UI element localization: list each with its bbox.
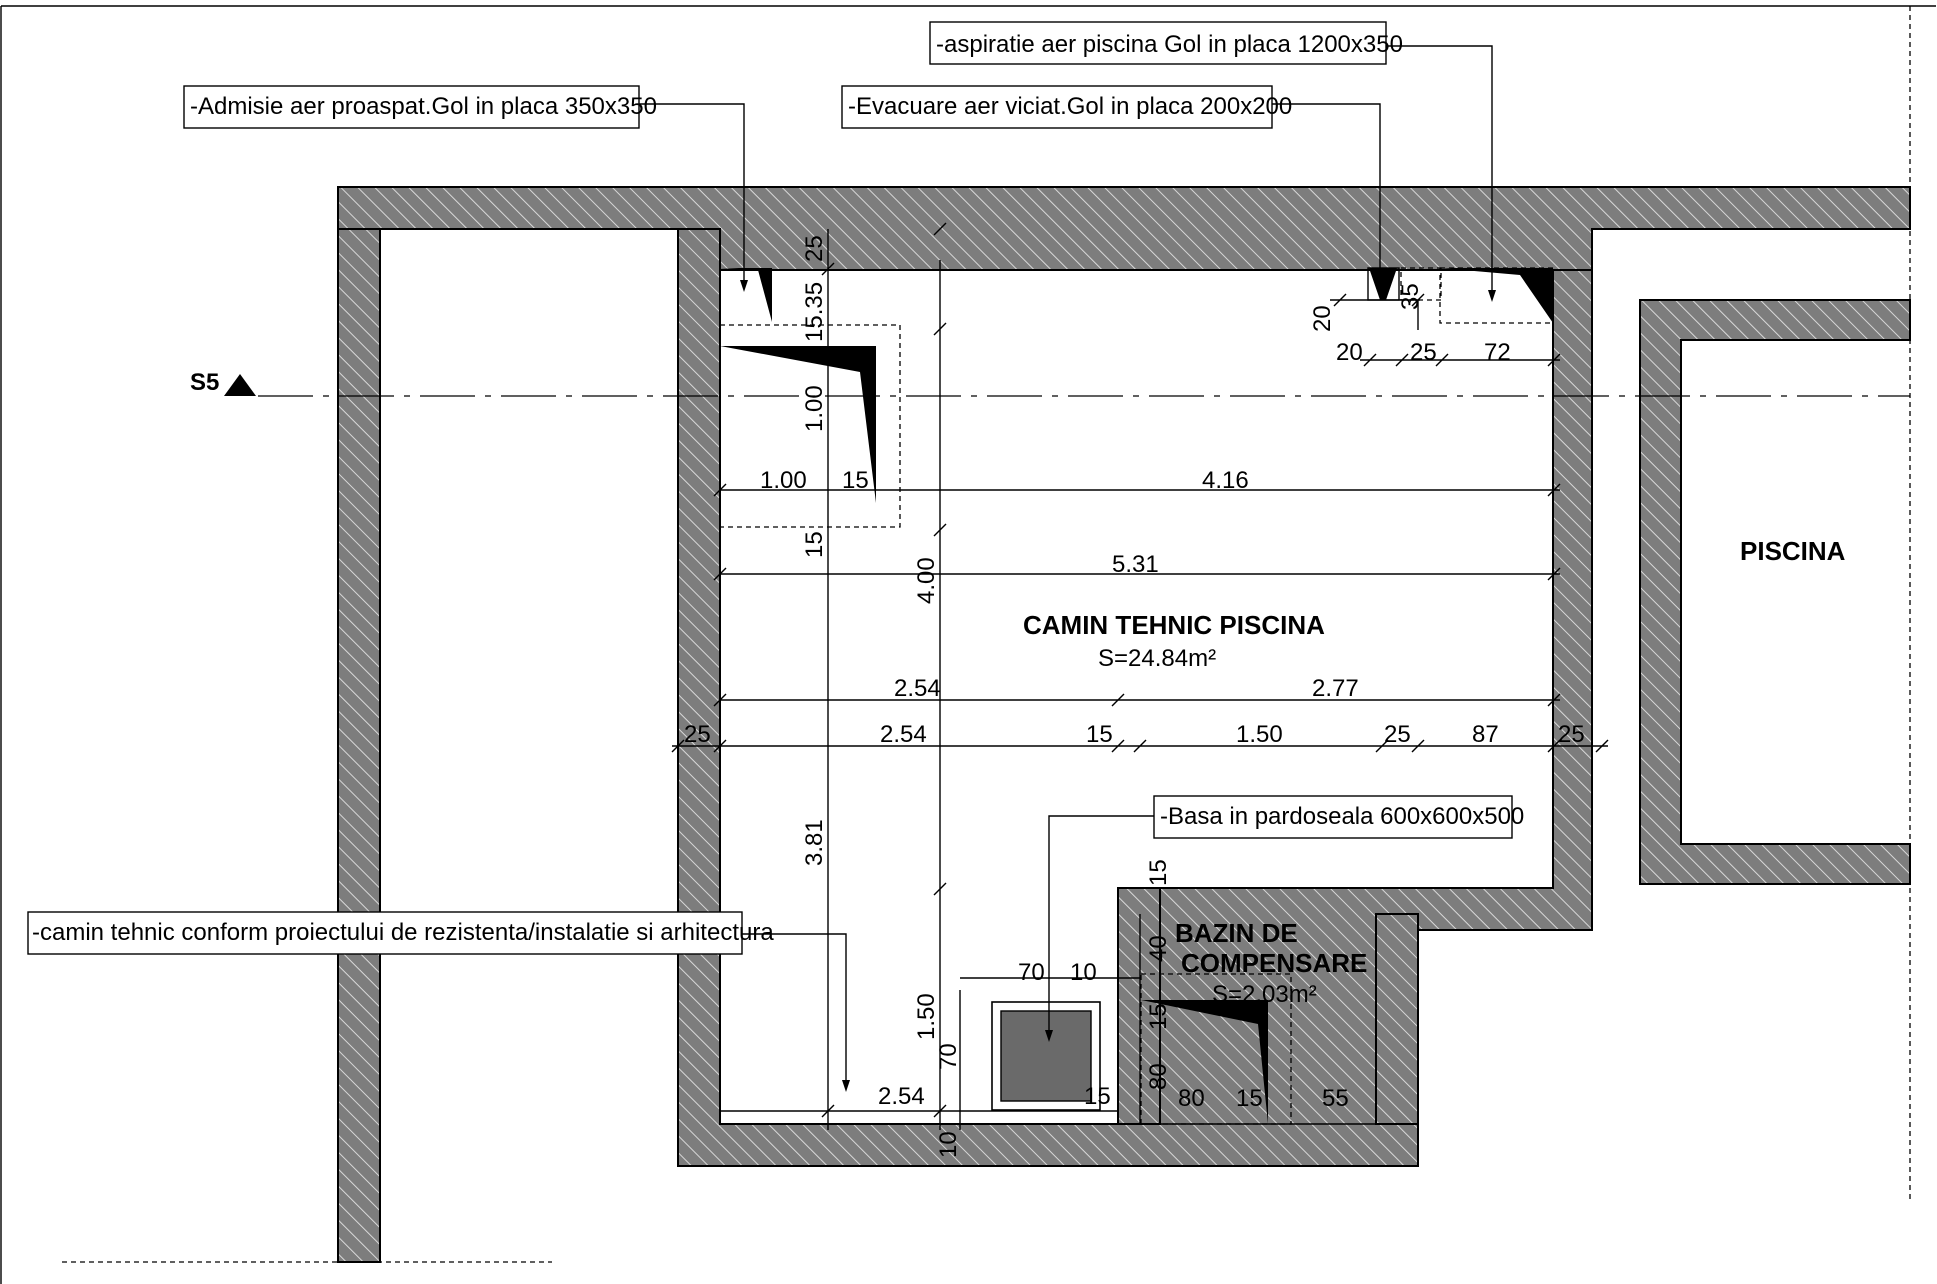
opening-large-icon [720,346,876,503]
svg-text:15.35: 15.35 [801,282,828,342]
section-arrow-icon [224,374,256,396]
room-main-area: S=24.84m² [1098,645,1216,672]
note-camin: -camin tehnic conform proiectului de rez… [27,911,774,955]
svg-text:35: 35 [1397,283,1424,310]
svg-text:-aspiratie aer piscina Gol in: -aspiratie aer piscina Gol in placa 1200… [936,31,1403,58]
svg-text:80: 80 [1145,1063,1172,1090]
svg-text:10: 10 [935,1131,962,1158]
svg-text:-Admisie aer proaspat.Gol in p: -Admisie aer proaspat.Gol in placa 350x3… [190,93,657,120]
svg-text:1.00: 1.00 [760,467,807,494]
room-bazin-area: S=2.03m² [1212,981,1317,1008]
svg-text:20: 20 [1336,339,1363,366]
svg-text:80: 80 [1178,1085,1205,1112]
opening-admisie-icon [720,268,772,322]
opening-evacuare-icon [1369,268,1397,300]
floor-sump-fill [1000,1010,1092,1102]
svg-text:2.54: 2.54 [894,675,941,702]
svg-text:55: 55 [1322,1085,1349,1112]
svg-text:-camin tehnic conform proiectu: -camin tehnic conform proiectului de rez… [32,919,774,946]
svg-text:72: 72 [1484,339,1511,366]
svg-text:15: 15 [1086,721,1113,748]
svg-text:25: 25 [684,721,711,748]
dimension-texts-vertical: 25 15.35 1.00 15 4.00 20 35 3.81 1.50 70… [801,235,1424,1158]
svg-text:5.31: 5.31 [1112,551,1159,578]
svg-text:70: 70 [935,1043,962,1070]
svg-text:4.16: 4.16 [1202,467,1249,494]
svg-text:15: 15 [1145,1003,1172,1030]
walls [337,186,1911,1263]
svg-text:15: 15 [1236,1085,1263,1112]
svg-text:-Evacuare aer viciat.Gol in pl: -Evacuare aer viciat.Gol in placa 200x20… [848,93,1292,120]
wall-top [337,186,1911,271]
svg-text:20: 20 [1309,305,1336,332]
svg-text:25: 25 [1558,721,1585,748]
duct-openings [719,267,1554,1125]
room-bazin-name-line1: BAZIN DE [1175,918,1298,948]
room-main-name: CAMIN TEHNIC PISCINA [1023,610,1325,640]
section-label: S5 [190,369,219,396]
note-admisie: -Admisie aer proaspat.Gol in placa 350x3… [183,85,657,129]
svg-text:-Basa in pardoseala 600x600x50: -Basa in pardoseala 600x600x500 [1160,803,1524,830]
svg-text:10: 10 [1070,959,1097,986]
svg-text:2.77: 2.77 [1312,675,1359,702]
dimension-texts: 1.00 15 4.16 5.31 2.54 2.77 25 2.54 15 1… [684,339,1585,1112]
svg-text:1.50: 1.50 [1236,721,1283,748]
svg-text:25: 25 [1410,339,1437,366]
svg-text:15: 15 [1084,1083,1111,1110]
room-bazin-name-line2: COMPENSARE [1181,948,1367,978]
note-aspiratie: -aspiratie aer piscina Gol in placa 1200… [929,21,1403,65]
wall-piscina [1639,299,1911,885]
wall-bazin-right [1375,913,1419,1125]
svg-text:1.50: 1.50 [913,993,940,1040]
dimension-lines [671,222,1609,1130]
svg-text:87: 87 [1472,721,1499,748]
note-basa: -Basa in pardoseala 600x600x500 [1153,795,1524,839]
svg-text:70: 70 [1018,959,1045,986]
svg-text:1.00: 1.00 [801,385,828,432]
svg-text:15: 15 [801,531,828,558]
svg-text:25: 25 [801,235,828,262]
svg-text:40: 40 [1145,935,1172,962]
svg-text:15: 15 [1145,859,1172,886]
svg-text:2.54: 2.54 [878,1083,925,1110]
wall-left [337,186,381,1263]
svg-text:15: 15 [842,467,869,494]
svg-text:4.00: 4.00 [913,557,940,604]
svg-text:25: 25 [1384,721,1411,748]
room-piscina-name: PISCINA [1740,536,1846,566]
opening-aspiratie-icon [1440,268,1553,323]
opening-bazin-icon [1141,1000,1268,1124]
svg-text:2.54: 2.54 [880,721,927,748]
leader-lines [638,45,1496,1092]
svg-text:3.81: 3.81 [801,819,828,866]
note-evacuare: -Evacuare aer viciat.Gol in placa 200x20… [841,85,1292,129]
